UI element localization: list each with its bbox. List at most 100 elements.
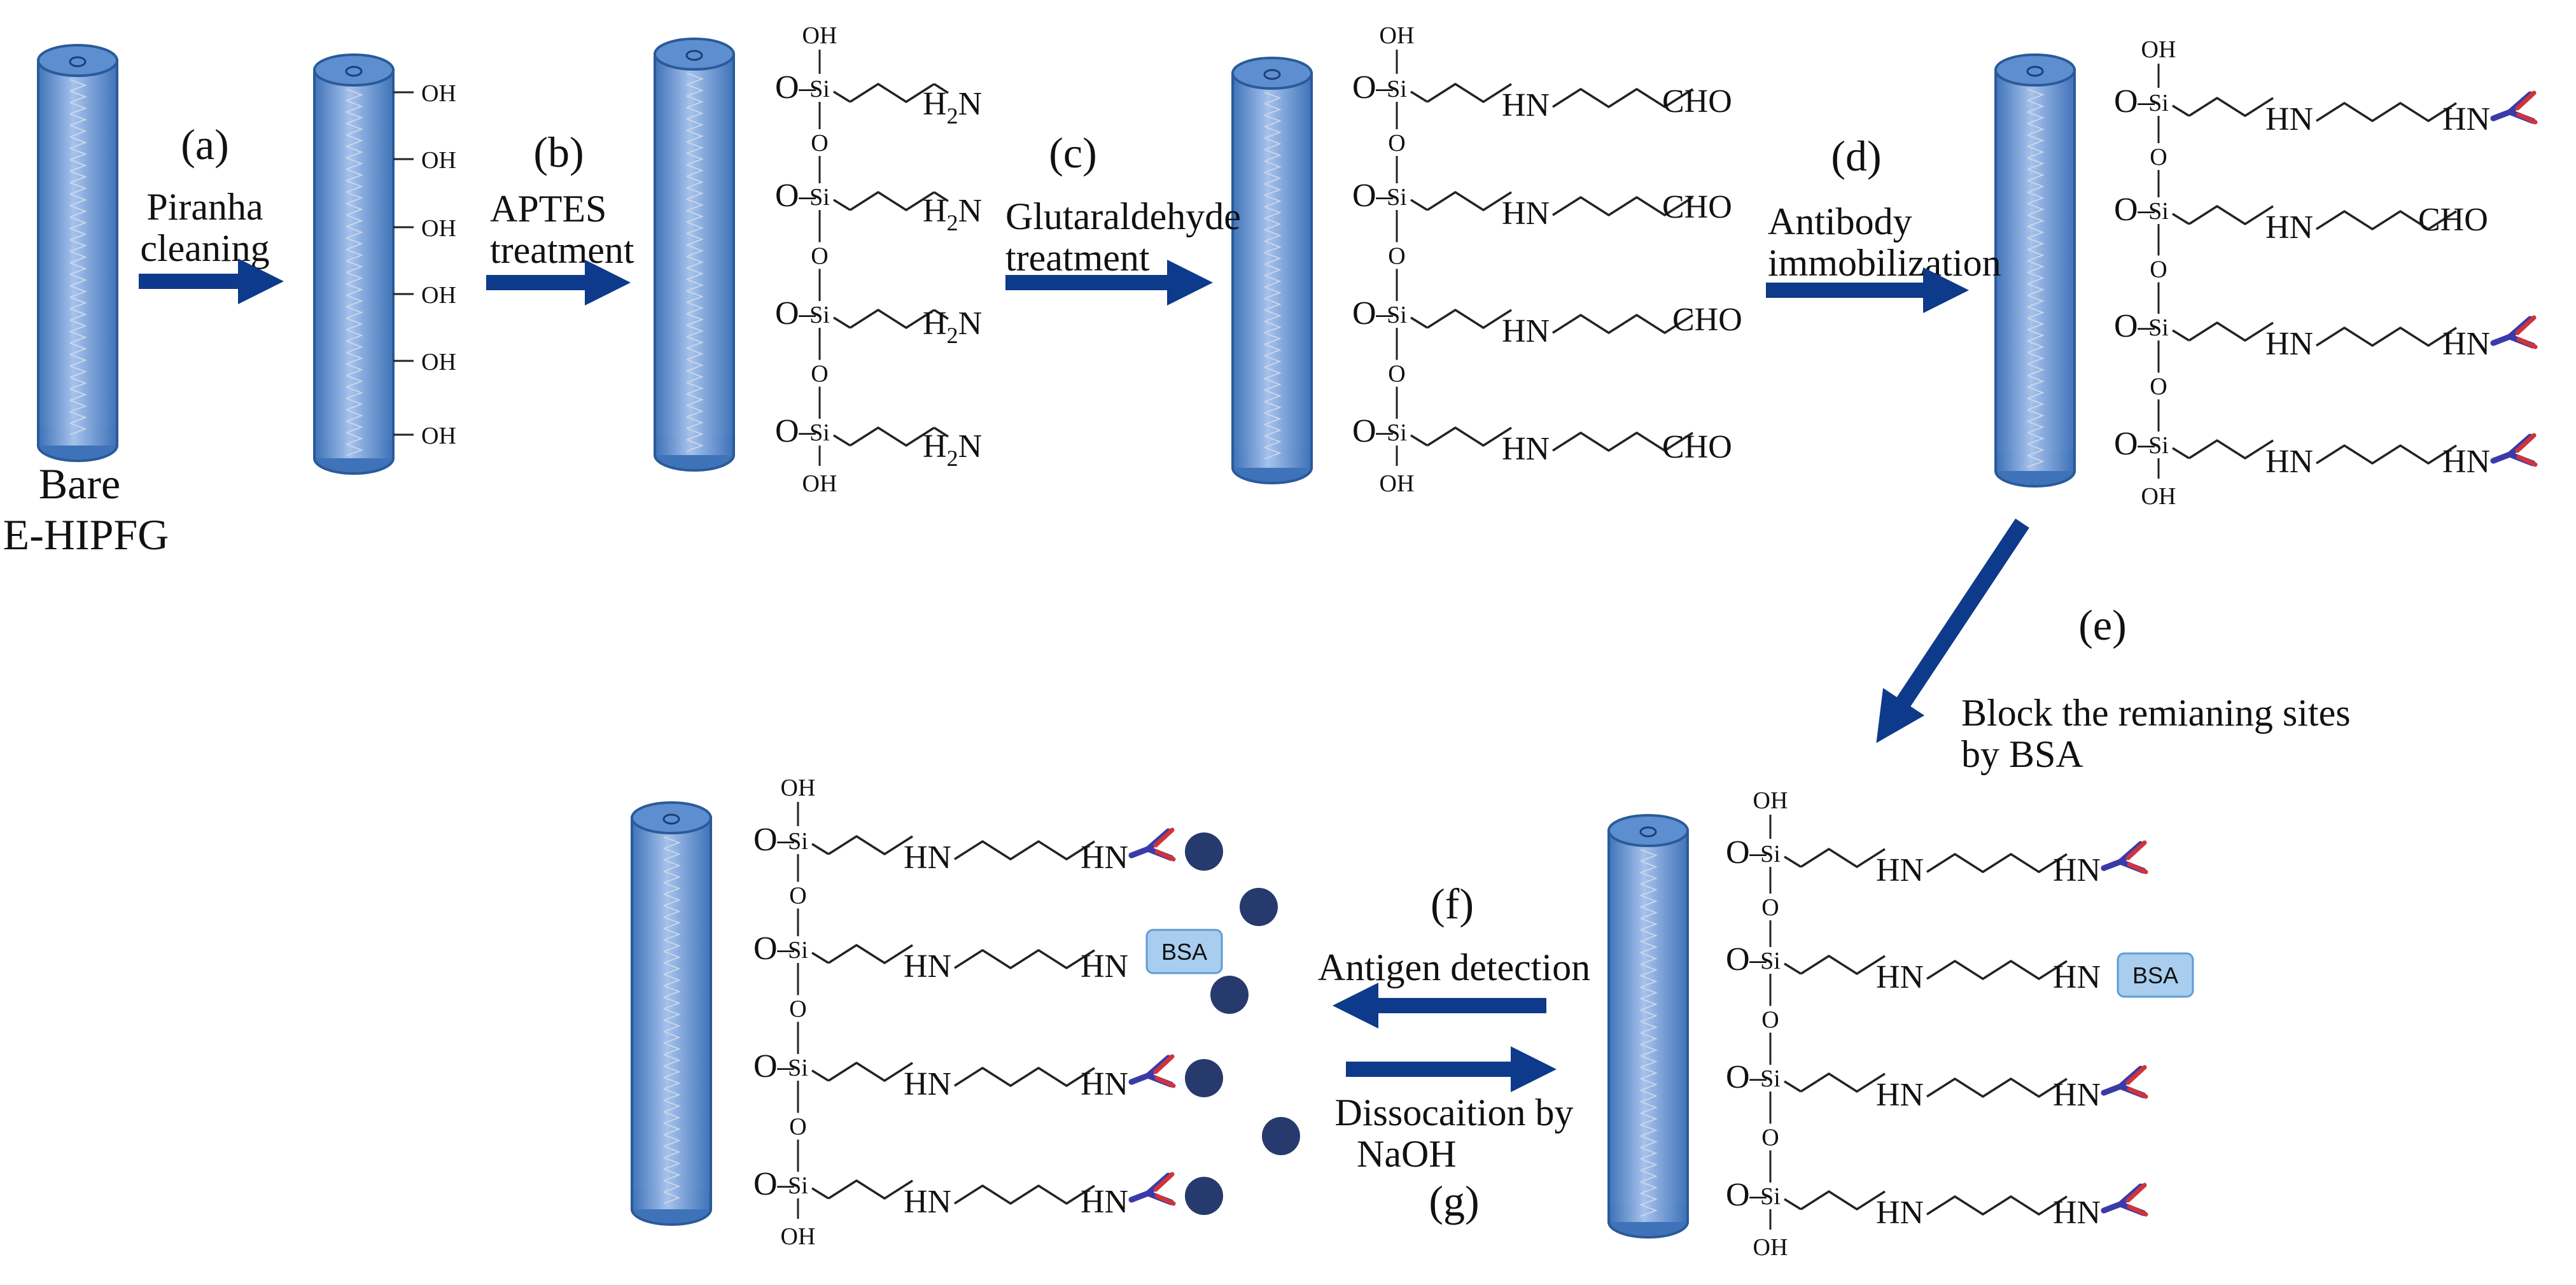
oxygen-bridge-label: O– (2114, 308, 2155, 344)
amine-group: H2N (923, 193, 982, 235)
secondary-amine-label: HN (2442, 444, 2490, 480)
oxygen-bridge-label: O– (1352, 413, 1394, 449)
oxygen-label: O (1761, 1007, 1779, 1034)
oxygen-bridge-label: O– (1352, 295, 1394, 332)
antigen-particle (1185, 1059, 1223, 1097)
oxygen-bridge-label: O– (775, 295, 816, 332)
alkyl-chain (954, 1067, 1095, 1087)
silicon-label: Si (2148, 314, 2169, 341)
alkyl-chain (1800, 1190, 1886, 1211)
fiber-bottom-cover (39, 426, 116, 446)
secondary-amine-label: HN (1876, 1195, 1924, 1231)
oxygen-label: O (2150, 256, 2167, 283)
si-c-bond (2172, 213, 2190, 225)
oxygen-label: O (1388, 361, 1405, 388)
antigen-particle (1262, 1117, 1300, 1155)
oxygen-bridge-label: O– (1352, 178, 1394, 214)
bsa-block: BSA (2117, 952, 2194, 998)
aldehyde-group: CHO (2418, 202, 2488, 238)
secondary-amine-label: HN (1502, 313, 1550, 349)
oxygen-bridge-label: O– (753, 1048, 795, 1085)
si-c-bond (1410, 434, 1428, 447)
secondary-amine-label: HN (1081, 948, 1128, 985)
si-c-bond (811, 951, 829, 964)
alkyl-chain (1427, 83, 1512, 103)
alkyl-chain (2188, 205, 2274, 225)
alkyl-chain (1926, 1078, 2068, 1098)
bsa-box (2117, 952, 2194, 998)
step-text-1-1: treatment (490, 229, 634, 271)
surface-chemistry-layer: OHOHOHOHOHOHO–SiOO–SiOO–SiOO–SiOHOHH2NH2… (393, 22, 2538, 1261)
secondary-amine-label: HN (1081, 1184, 1128, 1220)
oxygen-bridge-label: O– (2114, 426, 2155, 462)
secondary-amine-label: HN (2442, 101, 2490, 137)
fiber-bottom-cover (633, 1190, 710, 1209)
oxygen-bridge-label: O– (775, 69, 816, 106)
amine-group: H2N (923, 428, 982, 471)
secondary-amine-label: HN (2265, 209, 2313, 246)
oxygen-bridge-label: O– (1726, 834, 1767, 871)
fiber-cylinder (37, 44, 118, 462)
secondary-amine-label: HN (1081, 1066, 1128, 1102)
si-c-bond (1410, 199, 1428, 211)
step-text-4-0: Block the remianing sites (1961, 692, 2351, 734)
aldehyde-group: CHO (1662, 429, 1732, 465)
oxygen-bridge-label: O– (2114, 83, 2155, 120)
secondary-amine-label: HN (1502, 431, 1550, 467)
si-c-bond (833, 316, 851, 329)
step-text-6-0: Dissocaition by (1335, 1092, 1574, 1134)
start-label-line2: E-HIPFG (3, 510, 169, 559)
secondary-amine-label: HN (1502, 87, 1550, 123)
c-n-bond (934, 309, 949, 320)
fiber-core-ring (685, 50, 703, 61)
secondary-amine-label: HN (1876, 959, 1924, 995)
hydroxyl-label: OH (2141, 36, 2176, 63)
oxygen-bridge-label: O– (1352, 69, 1394, 106)
secondary-amine-label: HN (2053, 852, 2101, 888)
fiber-body (37, 59, 118, 447)
antigen-particle (1210, 976, 1249, 1014)
si-c-bond (1784, 1080, 1802, 1093)
step-text-0-1: cleaning (140, 227, 269, 269)
step-letter-3: (d) (1831, 132, 1881, 180)
alkyl-chain (850, 83, 935, 103)
silicon-label: Si (2148, 198, 2169, 225)
si-c-bond (833, 199, 851, 211)
antibody-icon (1128, 827, 1176, 862)
oxygen-label: O (789, 996, 806, 1023)
alkyl-chain (2316, 210, 2457, 230)
si-c-bond (1410, 316, 1428, 329)
hydroxyl-label: OH (1380, 22, 1415, 49)
antibody-icon (2490, 315, 2538, 349)
si-c-bond (1784, 962, 1802, 975)
fiber-cylinder (654, 38, 735, 472)
alkyl-chain (1552, 314, 1693, 334)
hydroxyl-label: OH (781, 775, 816, 801)
alkyl-chain (1427, 191, 1512, 211)
alkyl-chain (828, 1179, 913, 1200)
secondary-amine-label: HN (2265, 101, 2313, 137)
oxygen-label: O (811, 243, 828, 270)
antibody-icon (2101, 1183, 2148, 1217)
fiber-helix (69, 79, 87, 435)
antigen-particle (1185, 832, 1223, 871)
fiber-core-ring (1639, 826, 1657, 838)
secondary-amine-label: HN (904, 1184, 951, 1220)
silicon-label: Si (1760, 841, 1781, 867)
step-text-2-1: treatment (1005, 237, 1150, 279)
silicon-label: Si (2148, 432, 2169, 459)
oxygen-label: O (1761, 1125, 1779, 1151)
secondary-amine-label: HN (1876, 852, 1924, 888)
alkyl-chain (1926, 853, 2068, 873)
si-c-bond (1784, 1198, 1802, 1211)
fiber-top-face (37, 44, 118, 77)
alkyl-chain (954, 840, 1095, 860)
oxygen-label: O (811, 361, 828, 388)
alkyl-chain (1800, 955, 1886, 975)
alkyl-chain (1926, 960, 2068, 980)
step-text-6-1: NaOH (1357, 1133, 1457, 1175)
oxygen-bridge-label: O– (775, 178, 816, 214)
silicon-label: Si (809, 419, 830, 446)
oxygen-bridge-label: O– (775, 413, 816, 449)
